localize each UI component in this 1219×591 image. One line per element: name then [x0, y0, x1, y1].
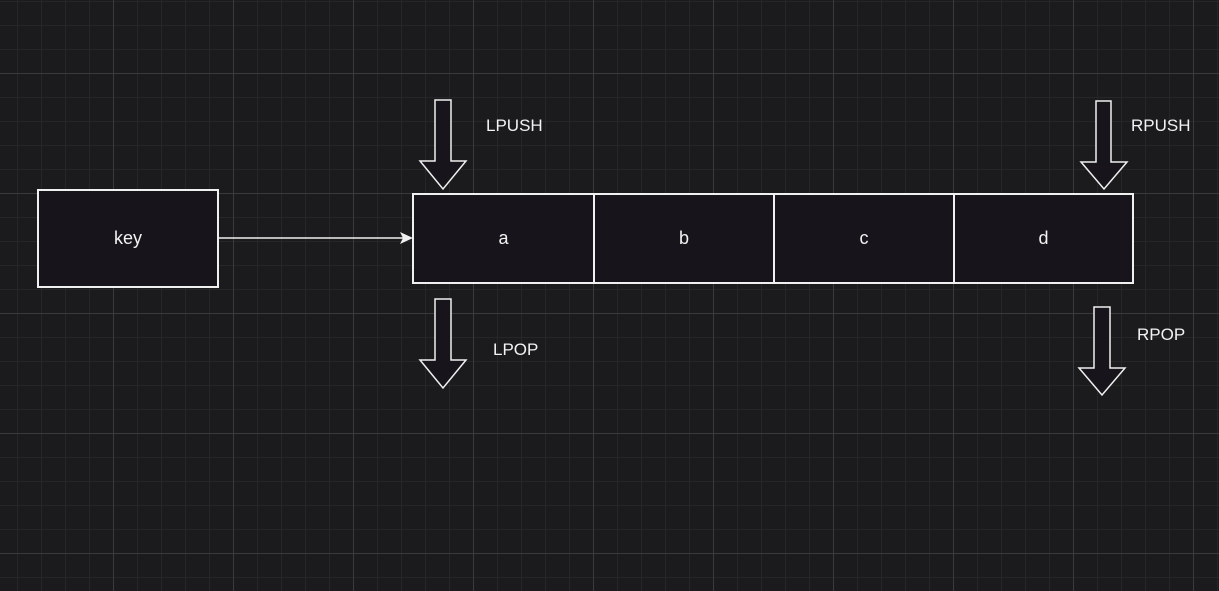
list-cell-d: d — [955, 195, 1132, 282]
key-to-list-arrowhead — [400, 232, 413, 244]
lpop-label: LPOP — [493, 340, 539, 359]
list-cell-label: d — [1038, 228, 1049, 248]
list-cell-b: b — [595, 195, 775, 282]
rpop-arrow-icon — [1077, 306, 1127, 397]
lpop-arrow-icon — [418, 298, 468, 390]
rpush-label: RPUSH — [1131, 116, 1191, 135]
rpop-label: RPOP — [1137, 325, 1186, 344]
list-cell-label: a — [498, 228, 509, 248]
key-node: key — [37, 189, 219, 288]
list-cell-label: c — [859, 228, 869, 248]
lpush-label: LPUSH — [486, 116, 543, 135]
list-cell-label: b — [678, 228, 689, 248]
list-container: a b c d — [412, 193, 1134, 284]
list-cell-c: c — [775, 195, 955, 282]
list-cell-a: a — [414, 195, 595, 282]
rpush-arrow-icon — [1079, 100, 1129, 191]
key-node-label: key — [113, 228, 142, 248]
lpush-arrow-icon — [418, 99, 468, 191]
